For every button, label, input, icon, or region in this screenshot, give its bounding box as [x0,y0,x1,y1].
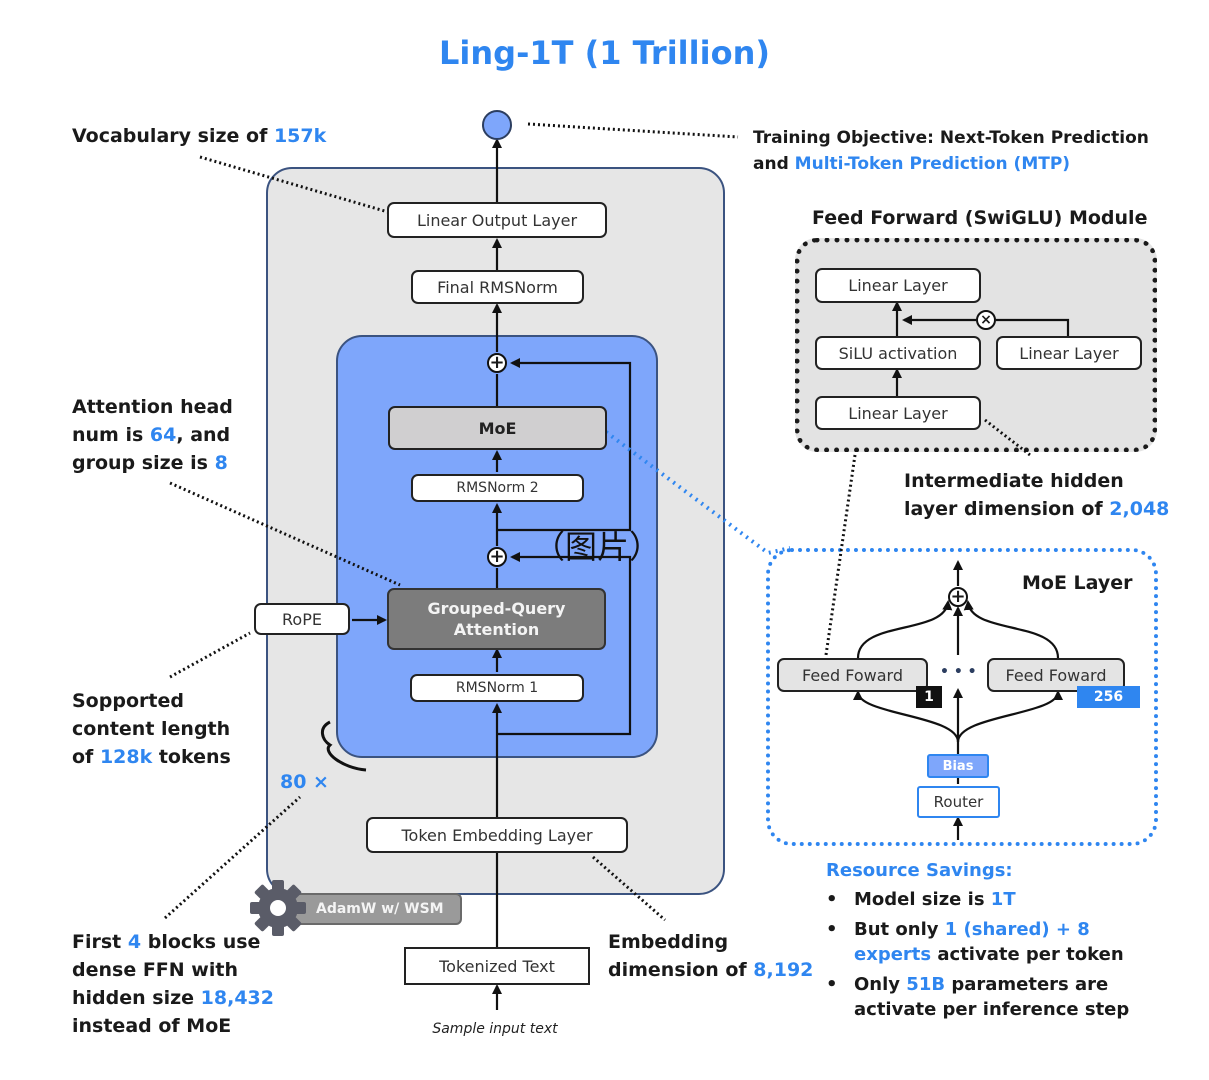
context-length-annotation: Sopported content length of 128k tokens [72,690,231,768]
multiply-icon: × [976,310,996,330]
expert-feed-forward-last: Feed Foward [987,658,1125,692]
residual-add-icon: + [487,353,507,373]
rope-box: RoPE [254,603,350,635]
savings-item: • Only 51B parameters are activate per i… [826,974,1130,1020]
rmsnorm-1: RMSNorm 1 [410,674,584,702]
optimizer-label: AdamW w/ WSM [316,901,444,917]
moe-layer-frame [766,548,1158,846]
ffn-module-title: Feed Forward (SwiGLU) Module [812,207,1148,229]
intermediate-dim-annotation: Intermediate hidden layer dimension of 2… [904,470,1170,520]
gqa-label-line1: Grouped-Query [427,599,566,618]
attention-annotation: Attention head num is 64, and group size… [72,396,233,474]
experts-ellipsis: • • • [940,664,977,680]
ffn-top-linear-layer: Linear Layer [815,268,981,303]
resource-savings-header: Resource Savings: [826,860,1013,881]
output-token-circle [482,110,512,140]
resource-savings: Resource Savings: • Model size is 1T • B… [826,860,1186,1027]
dense-ffn-annotation: First 4 blocks use dense FFN with hidden… [72,931,274,1037]
final-rmsnorm: Final RMSNorm [411,270,584,304]
expert-index-last: 256 [1077,686,1140,708]
router-box: Router [917,786,1000,818]
grouped-query-attention: Grouped-Query Attention [387,588,606,650]
vocab-annotation: Vocabulary size of 157k [72,125,327,147]
optimizer-badge: AdamW w/ WSM [290,893,462,925]
linear-output-layer: Linear Output Layer [387,202,607,238]
sample-input-caption: Sample input text [432,1021,558,1037]
savings-item: • But only 1 (shared) + 8 experts activa… [826,919,1124,965]
tokenized-text: Tokenized Text [404,947,590,985]
ffn-gate-linear-layer: Linear Layer [996,336,1142,370]
image-watermark: （图片） [533,528,662,566]
ffn-bottom-linear-layer: Linear Layer [815,396,981,430]
training-objective-annotation: Training Objective: Next-Token Predictio… [753,128,1149,174]
embedding-annotation: Embedding dimension of 8,192 [608,931,814,981]
expert-index-first: 1 [916,686,942,708]
expert-feed-forward-first: Feed Foward [777,658,928,692]
diagram-title: Ling-1T (1 Trillion) [439,34,770,72]
router-bias: Bias [927,754,989,778]
moe-layer-title: MoE Layer [1022,572,1133,594]
ffn-silu-activation: SiLU activation [815,336,981,370]
gqa-label-line2: Attention [453,620,540,639]
token-embedding-layer: Token Embedding Layer [366,817,628,853]
moe-block: MoE [388,406,607,450]
layer-count-label: 80 × [280,771,329,793]
residual-add-icon: + [487,547,507,567]
gear-icon [250,880,306,936]
rmsnorm-2: RMSNorm 2 [411,474,584,502]
expert-sum-icon: + [948,587,968,607]
savings-item: • Model size is 1T [826,889,1016,910]
